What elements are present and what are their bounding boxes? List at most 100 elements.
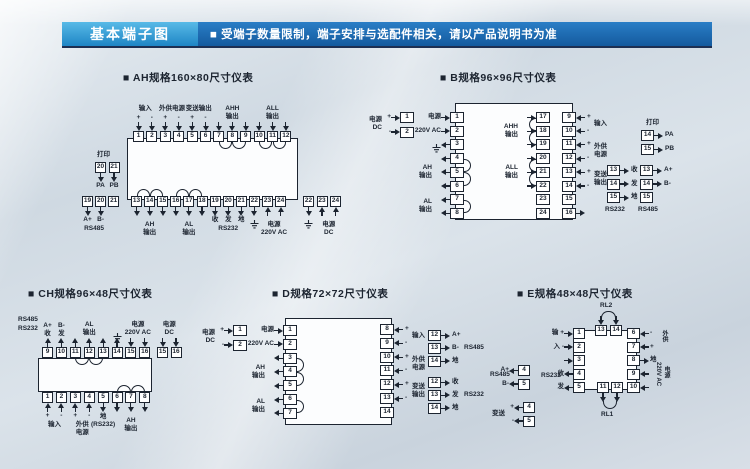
terminal-box: 11	[562, 139, 576, 151]
terminal-box: 10	[627, 382, 640, 393]
pin-arrow	[576, 169, 581, 176]
terminal-label: +	[220, 326, 224, 333]
terminal-box: 3	[283, 352, 297, 364]
terminal-box: 6	[200, 131, 211, 142]
terminal-box: 3	[450, 139, 464, 151]
terminal-box: 2	[146, 131, 158, 142]
header-note: ■ 受端子数量限制，端子安排与选配件相关，请以产品说明书为准	[210, 29, 558, 41]
terminal-label: A+	[664, 166, 673, 173]
pin-stem	[644, 373, 649, 375]
relay-arc	[603, 401, 617, 409]
terminal-group-label: AHH 输出	[503, 122, 518, 138]
free-label: RL2	[600, 302, 613, 309]
pin-stem	[398, 328, 403, 331]
pin-arrow	[444, 128, 450, 135]
pin-stem	[398, 384, 403, 386]
pin-arrow	[444, 345, 450, 352]
ground-icon	[304, 216, 313, 229]
pin-arrow	[58, 403, 65, 408]
pin-arrow	[576, 114, 581, 121]
terminal-box: 14	[562, 180, 576, 192]
pin-arrow	[305, 210, 312, 216]
pin-stem	[151, 122, 153, 127]
terminal-box: 2	[55, 392, 67, 403]
terminal-label: -	[388, 127, 391, 135]
terminal-box: 15	[607, 192, 620, 203]
pin-arrow	[444, 405, 450, 412]
pin-arrow	[394, 340, 399, 347]
terminal-group-label: 变送输出	[185, 105, 212, 112]
terminal-label: -	[405, 394, 408, 401]
terminal-box: 8	[226, 131, 238, 142]
pin-arrow	[319, 207, 325, 212]
pin-arrow	[657, 132, 663, 139]
pin-stem	[441, 130, 446, 132]
terminal-label: +	[510, 403, 514, 410]
terminal-group-label: AL 输出	[82, 321, 96, 336]
pin-arrow	[576, 128, 581, 135]
free-label: 打印	[97, 151, 110, 158]
terminal-group-label: 输入	[47, 421, 61, 428]
pin-arrow	[394, 395, 399, 402]
terminal-label: +	[73, 412, 78, 419]
pin-arrow	[600, 396, 606, 402]
pin-stem	[135, 207, 138, 212]
terminal-box: 2	[400, 126, 414, 138]
pin-stem	[513, 383, 518, 385]
pin-stem	[580, 130, 585, 132]
terminal-box: 7	[213, 131, 225, 142]
pin-arrow	[148, 125, 155, 131]
free-label: RS485	[638, 206, 658, 213]
pin-arrow	[127, 406, 134, 412]
pin-stem	[162, 207, 164, 212]
terminal-box: 6	[450, 180, 464, 192]
terminal-box: 9	[42, 347, 53, 358]
terminal-label: B-	[97, 216, 105, 223]
pin-stem	[527, 130, 532, 132]
terminal-box: 15	[562, 194, 576, 206]
terminal-label: 收	[452, 378, 459, 385]
terminal-label: A+	[452, 331, 461, 338]
pin-stem	[321, 211, 323, 216]
pin-stem	[271, 122, 274, 127]
pin-stem	[278, 385, 283, 387]
free-label: RS485	[18, 316, 38, 323]
terminal-label: +	[387, 113, 391, 120]
terminal-label: +	[163, 114, 168, 121]
pin-stem	[86, 207, 89, 212]
pin-arrow	[598, 319, 604, 325]
terminal-label: 220V AC	[247, 339, 274, 347]
terminal-box: 11	[380, 365, 394, 377]
pin-arrow	[530, 141, 536, 148]
terminal-box: 19	[209, 196, 221, 207]
terminal-box: 23	[316, 196, 328, 207]
terminal-group-label: RS232	[218, 225, 239, 232]
pin-arrow	[623, 181, 629, 187]
pin-arrow	[58, 338, 65, 343]
terminal-group-label: 电源 DC	[322, 221, 336, 236]
pin-stem	[278, 398, 283, 401]
terminal-box: 13	[380, 393, 394, 404]
pin-arrow	[72, 403, 79, 408]
terminal-box: 12	[428, 330, 441, 341]
pin-stem	[518, 420, 523, 422]
terminal-box: 11	[597, 382, 609, 393]
pin-stem	[130, 338, 132, 343]
terminal-box: 11	[267, 131, 278, 142]
pin-stem	[620, 196, 625, 199]
terminal-box: 13	[595, 325, 607, 336]
free-label: RS485	[464, 344, 484, 351]
pin-arrow	[135, 125, 142, 131]
relay-arc	[529, 172, 536, 186]
terminal-box: 20	[536, 153, 550, 165]
terminal-box: 2	[283, 338, 297, 350]
terminal-box: 21	[108, 162, 120, 173]
pin-arrow	[277, 341, 283, 348]
terminal-group-label: 电源 220V AC	[260, 221, 288, 236]
pin-arrow	[509, 367, 514, 374]
pin-stem	[580, 116, 585, 119]
pin-stem	[164, 122, 166, 127]
pin-stem	[653, 183, 658, 185]
pin-arrow	[614, 396, 620, 402]
terminal-label: B- 发	[57, 322, 65, 337]
